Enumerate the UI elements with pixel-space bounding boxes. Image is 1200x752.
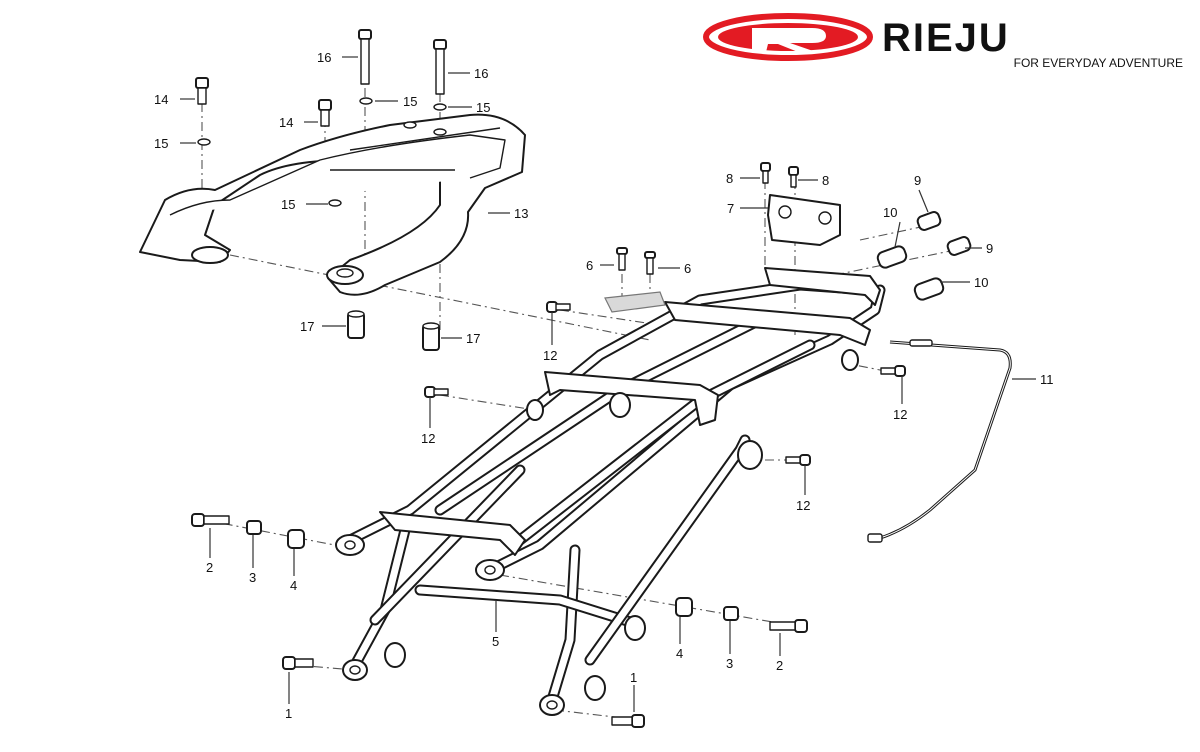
label-3: 3: [249, 570, 256, 585]
label-15: 15: [154, 136, 168, 151]
label-14: 14: [154, 92, 168, 107]
label-13: 13: [514, 206, 528, 221]
label-1: 1: [285, 706, 292, 721]
label-12: 12: [543, 348, 557, 363]
label-11: 11: [1040, 372, 1054, 387]
brand-name: RIEJU: [882, 16, 1010, 60]
label-15: 15: [403, 94, 417, 109]
bolt-14-shank: [197, 87, 207, 105]
label-4: 4: [676, 646, 683, 661]
grommets: [876, 211, 972, 301]
label-10: 10: [974, 275, 988, 290]
label-17: 17: [300, 319, 314, 334]
label-12: 12: [421, 431, 435, 446]
rack-fasteners: [195, 29, 447, 351]
label-1: 1: [630, 670, 637, 685]
label-17: 17: [466, 331, 480, 346]
mount-plate: [604, 291, 666, 313]
logo-ring: [703, 13, 873, 61]
subframe: [335, 267, 886, 716]
label-15: 15: [281, 197, 295, 212]
label-4: 4: [290, 578, 297, 593]
bolt-14-head: [195, 77, 209, 89]
seat-cable: [867, 339, 1012, 543]
label-2: 2: [776, 658, 783, 673]
brand-logo: RIEJU FOR EVERYDAY ADVENTURE: [703, 13, 1183, 70]
label-12: 12: [796, 498, 810, 513]
label-16: 16: [474, 66, 488, 81]
label-5: 5: [492, 634, 499, 649]
label-7: 7: [727, 201, 734, 216]
label-9: 9: [986, 241, 993, 256]
label-8: 8: [726, 171, 733, 186]
luggage-rack: [139, 113, 526, 296]
label-9: 9: [914, 173, 921, 188]
label-6: 6: [684, 261, 691, 276]
label-12: 12: [893, 407, 907, 422]
bolts-12: [424, 301, 906, 466]
label-15: 15: [476, 100, 490, 115]
label-2: 2: [206, 560, 213, 575]
label-14: 14: [279, 115, 293, 130]
part-labels: 14 15 14 16 15 16 15 15 13 17 17 6 6 8 8…: [154, 50, 1054, 721]
label-8: 8: [822, 173, 829, 188]
label-3: 3: [726, 656, 733, 671]
label-16: 16: [317, 50, 331, 65]
logo-r-icon: [752, 28, 826, 52]
label-10: 10: [883, 205, 897, 220]
brackets: [604, 162, 841, 313]
leader-lines: [180, 56, 1036, 712]
mount-hardware: [191, 513, 808, 728]
brand-tagline: FOR EVERYDAY ADVENTURE: [1014, 56, 1183, 70]
label-6: 6: [586, 258, 593, 273]
